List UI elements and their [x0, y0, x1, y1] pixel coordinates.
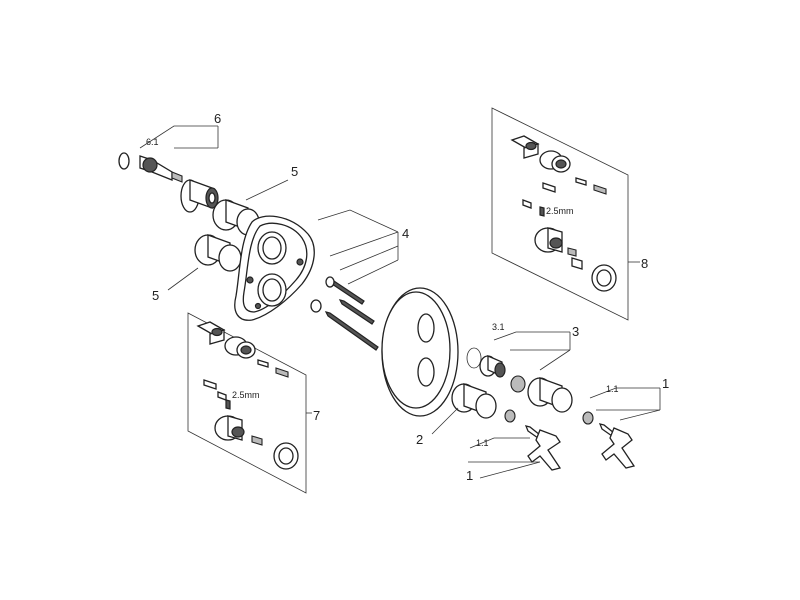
hex-key-size-8: 2.5mm — [546, 206, 574, 216]
screw-set-4 — [310, 276, 379, 351]
callout-4: 4 — [402, 226, 409, 241]
adapter-3-1 — [479, 355, 506, 378]
kit-box-7: 2.5mm — [187, 312, 307, 494]
callout-1-right: 1 — [662, 376, 669, 391]
escutcheon-plate — [381, 287, 459, 417]
cartridge-6 — [118, 152, 219, 213]
ring-8 — [591, 264, 617, 292]
ring-7 — [273, 442, 299, 470]
cap-7 — [196, 321, 226, 345]
callout-7: 7 — [313, 408, 320, 423]
spindle-7 — [257, 359, 289, 378]
cross-handle-1-left — [504, 409, 562, 471]
spindle-8 — [575, 177, 607, 195]
hex-key-8: 2.5mm — [539, 206, 574, 217]
cap-8 — [510, 135, 540, 159]
screw-7 — [217, 391, 227, 401]
callout-1-1-left: 1.1 — [476, 438, 489, 448]
sleeve-5-top — [212, 199, 260, 236]
spacer-8 — [571, 257, 583, 270]
callout-6: 6 — [214, 111, 221, 126]
handle-base-3 — [527, 377, 573, 413]
hex-key-size-7: 2.5mm — [232, 390, 260, 400]
callout-6-1: 6.1 — [146, 137, 159, 147]
valve-body-6 — [180, 179, 219, 213]
kit-box-8: 2.5mm — [491, 107, 629, 321]
handle-base-2 — [451, 383, 497, 419]
mounting-bracket — [234, 215, 315, 321]
nut-8 — [539, 150, 571, 173]
cartridge-7 — [214, 415, 263, 446]
pin-7 — [203, 379, 217, 390]
callout-8: 8 — [641, 256, 648, 271]
hex-key-7: 2.5mm — [225, 390, 260, 410]
callout-5-top: 5 — [291, 164, 298, 179]
sleeve-5-left — [194, 234, 242, 272]
o-ring-6-1 — [118, 152, 130, 170]
screw-8 — [522, 199, 532, 209]
o-ring-3-1 — [466, 347, 482, 369]
callout-3: 3 — [572, 324, 579, 339]
nut-3 — [510, 375, 526, 393]
callout-2: 2 — [416, 432, 423, 447]
callout-1-1-right: 1.1 — [606, 384, 619, 394]
nut-7 — [224, 336, 256, 359]
callout-5-left: 5 — [152, 288, 159, 303]
callout-3-1: 3.1 — [492, 322, 505, 332]
pin-8 — [542, 182, 556, 193]
callout-1-left: 1 — [466, 468, 473, 483]
cross-handle-1-right — [582, 411, 636, 469]
cartridge-8 — [534, 227, 577, 257]
